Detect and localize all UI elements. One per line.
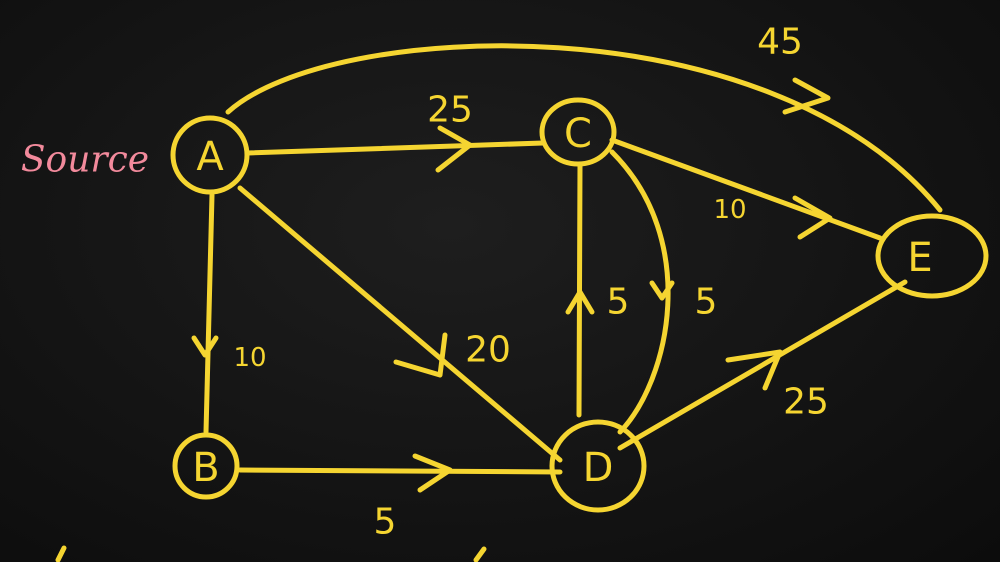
- node-b: B: [172, 432, 240, 500]
- weight-a-e: 45: [757, 22, 803, 63]
- edge-b-d: [237, 467, 563, 475]
- weight-a-c: 25: [427, 90, 473, 131]
- node-e: E: [875, 213, 989, 299]
- bottom-chalk-stroke-left: [55, 545, 67, 562]
- bottom-chalk-stroke-right: [473, 546, 487, 562]
- edge-d-c-arrow: [565, 289, 595, 315]
- edge-c-d-arrow: [649, 280, 675, 301]
- edge-a-e-arrow: [782, 77, 831, 115]
- edge-a-b-arrow: [191, 335, 219, 358]
- node-d: D: [549, 419, 647, 513]
- weight-a-d: 20: [465, 330, 511, 371]
- weight-c-e: 10: [713, 195, 746, 225]
- edge-a-b: [203, 192, 215, 435]
- edge-d-e-arrow: [725, 349, 783, 391]
- edge-c-e-arrow: [792, 195, 833, 240]
- node-b-label: B: [192, 445, 219, 491]
- edge-c-e: [609, 137, 883, 241]
- node-e-label: E: [907, 235, 932, 281]
- node-c: C: [539, 97, 617, 167]
- weight-d-e: 25: [783, 382, 829, 423]
- node-a-label: A: [196, 134, 224, 180]
- weight-d-c: 5: [607, 282, 630, 323]
- weight-b-d: 5: [374, 502, 397, 543]
- weight-c-d: 5: [695, 282, 718, 323]
- edge-a-c-arrow: [435, 125, 473, 173]
- edge-c-d: [609, 149, 671, 435]
- source-label: Source: [21, 140, 149, 181]
- edge-a-d-arrow: [393, 332, 448, 378]
- edge-a-d: [237, 185, 563, 463]
- edge-b-d-arrow: [412, 453, 453, 493]
- node-c-label: C: [564, 111, 592, 157]
- edge-d-e: [617, 279, 908, 451]
- node-a: A: [170, 115, 250, 195]
- node-d-label: D: [583, 445, 614, 491]
- weight-a-b: 10: [233, 343, 266, 373]
- edge-a-e: [225, 43, 943, 213]
- edge-a-c: [245, 140, 546, 156]
